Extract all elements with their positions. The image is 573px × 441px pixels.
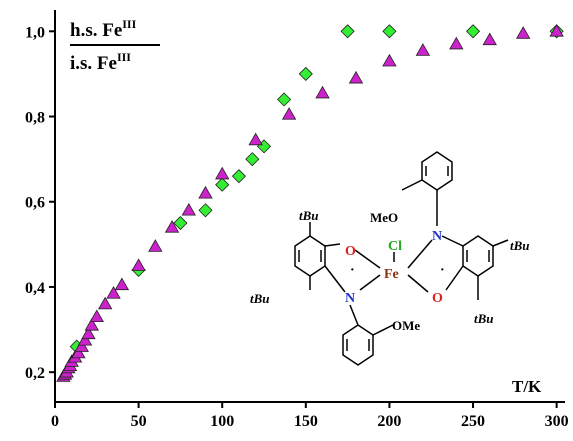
triangle-data-point xyxy=(89,309,104,323)
tbu-left-bottom: tBu xyxy=(250,291,270,306)
y-label-numerator-sup: III xyxy=(122,17,136,31)
triangle-data-point xyxy=(114,277,130,291)
triangle-data-point xyxy=(449,36,464,50)
diamond-data-point xyxy=(231,169,247,184)
n-right: N xyxy=(432,229,442,244)
triangle-data-point xyxy=(549,23,564,37)
triangle-data-point xyxy=(106,286,121,299)
triangle-data-point xyxy=(348,70,364,84)
o-right: O xyxy=(432,291,443,306)
diamond-data-point xyxy=(340,24,355,39)
fe-label: Fe xyxy=(384,267,399,282)
triangle-data-point xyxy=(84,317,99,331)
triangle-data-point xyxy=(315,85,330,99)
triangle-data-point xyxy=(248,132,263,146)
svg-text:h.s. FeIII: h.s. FeIII xyxy=(70,17,137,41)
y-axis-label: h.s. FeIII i.s. FeIII xyxy=(70,17,160,74)
triangle-data-point xyxy=(281,107,297,120)
y-label-denominator: i.s. Fe xyxy=(70,53,117,74)
x-tick-label: 0 xyxy=(51,413,59,430)
diamond-data-point xyxy=(198,203,213,218)
y-tick-label: 1,0 xyxy=(25,24,45,41)
triangle-data-point xyxy=(415,43,431,56)
triangle-data-point xyxy=(77,332,93,346)
triangle-data-point xyxy=(516,26,531,39)
svg-text:i.s. FeIII: i.s. FeIII xyxy=(70,50,131,74)
triangle-data-point xyxy=(198,185,213,199)
triangle-data-point xyxy=(81,326,96,340)
x-axis-label: T/K xyxy=(512,377,542,396)
y-tick-label: 0,2 xyxy=(25,365,45,382)
x-tick-label: 50 xyxy=(131,413,147,430)
triangle-data-point xyxy=(74,339,89,352)
axes xyxy=(54,10,565,403)
triangle-data-point xyxy=(181,202,196,216)
x-ticks: 0 50 100 150 200 250 300 xyxy=(51,402,569,430)
diamond-data-point xyxy=(382,24,397,39)
x-tick-label: 150 xyxy=(294,413,318,430)
triangle-data-point xyxy=(382,53,397,67)
triangle-data-point xyxy=(164,219,180,233)
triangle-data-point xyxy=(97,296,113,310)
triangle-data-point xyxy=(71,345,86,359)
x-tick-label: 100 xyxy=(210,413,234,430)
diamond-data-point xyxy=(298,66,313,81)
x-tick-label: 300 xyxy=(545,413,569,430)
molecule-structure xyxy=(294,151,509,366)
tbu-left-top: tBu xyxy=(299,208,319,223)
x-tick-label: 250 xyxy=(461,413,485,430)
radical-left: · xyxy=(350,263,355,278)
y-tick-label: 0,4 xyxy=(25,280,45,297)
y-tick-label: 0,8 xyxy=(25,110,45,127)
x-tick-label: 200 xyxy=(377,413,401,430)
diamond-data-point xyxy=(173,215,188,231)
n-left: N xyxy=(345,291,355,306)
meo-label: MeO xyxy=(370,210,398,225)
structure-labels: tBu tBu tBu tBu O N O N Fe Cl MeO OMe · … xyxy=(250,208,530,333)
y-ticks: 0,2 0,4 0,6 0,8 1,0 xyxy=(25,24,55,382)
triangle-data-point xyxy=(215,166,230,180)
ome-label: OMe xyxy=(392,318,420,333)
diamond-data-point xyxy=(215,177,230,192)
diamond-data-point xyxy=(277,92,292,107)
y-label-denominator-sup: III xyxy=(117,50,131,64)
triangle-data-point xyxy=(131,258,146,271)
triangle-data-point xyxy=(482,32,497,46)
diamond-data-point xyxy=(465,24,481,39)
triangle-data-point xyxy=(148,239,163,252)
y-label-numerator: h.s. Fe xyxy=(70,20,122,41)
series-layer xyxy=(56,23,564,382)
diamond-data-point xyxy=(245,152,260,167)
y-tick-label: 0,6 xyxy=(25,195,45,212)
radical-right: · xyxy=(440,263,445,278)
o-left: O xyxy=(345,244,356,259)
tbu-right-bottom: tBu xyxy=(474,311,494,326)
tbu-right-top: tBu xyxy=(510,238,530,253)
cl-label: Cl xyxy=(388,239,402,254)
